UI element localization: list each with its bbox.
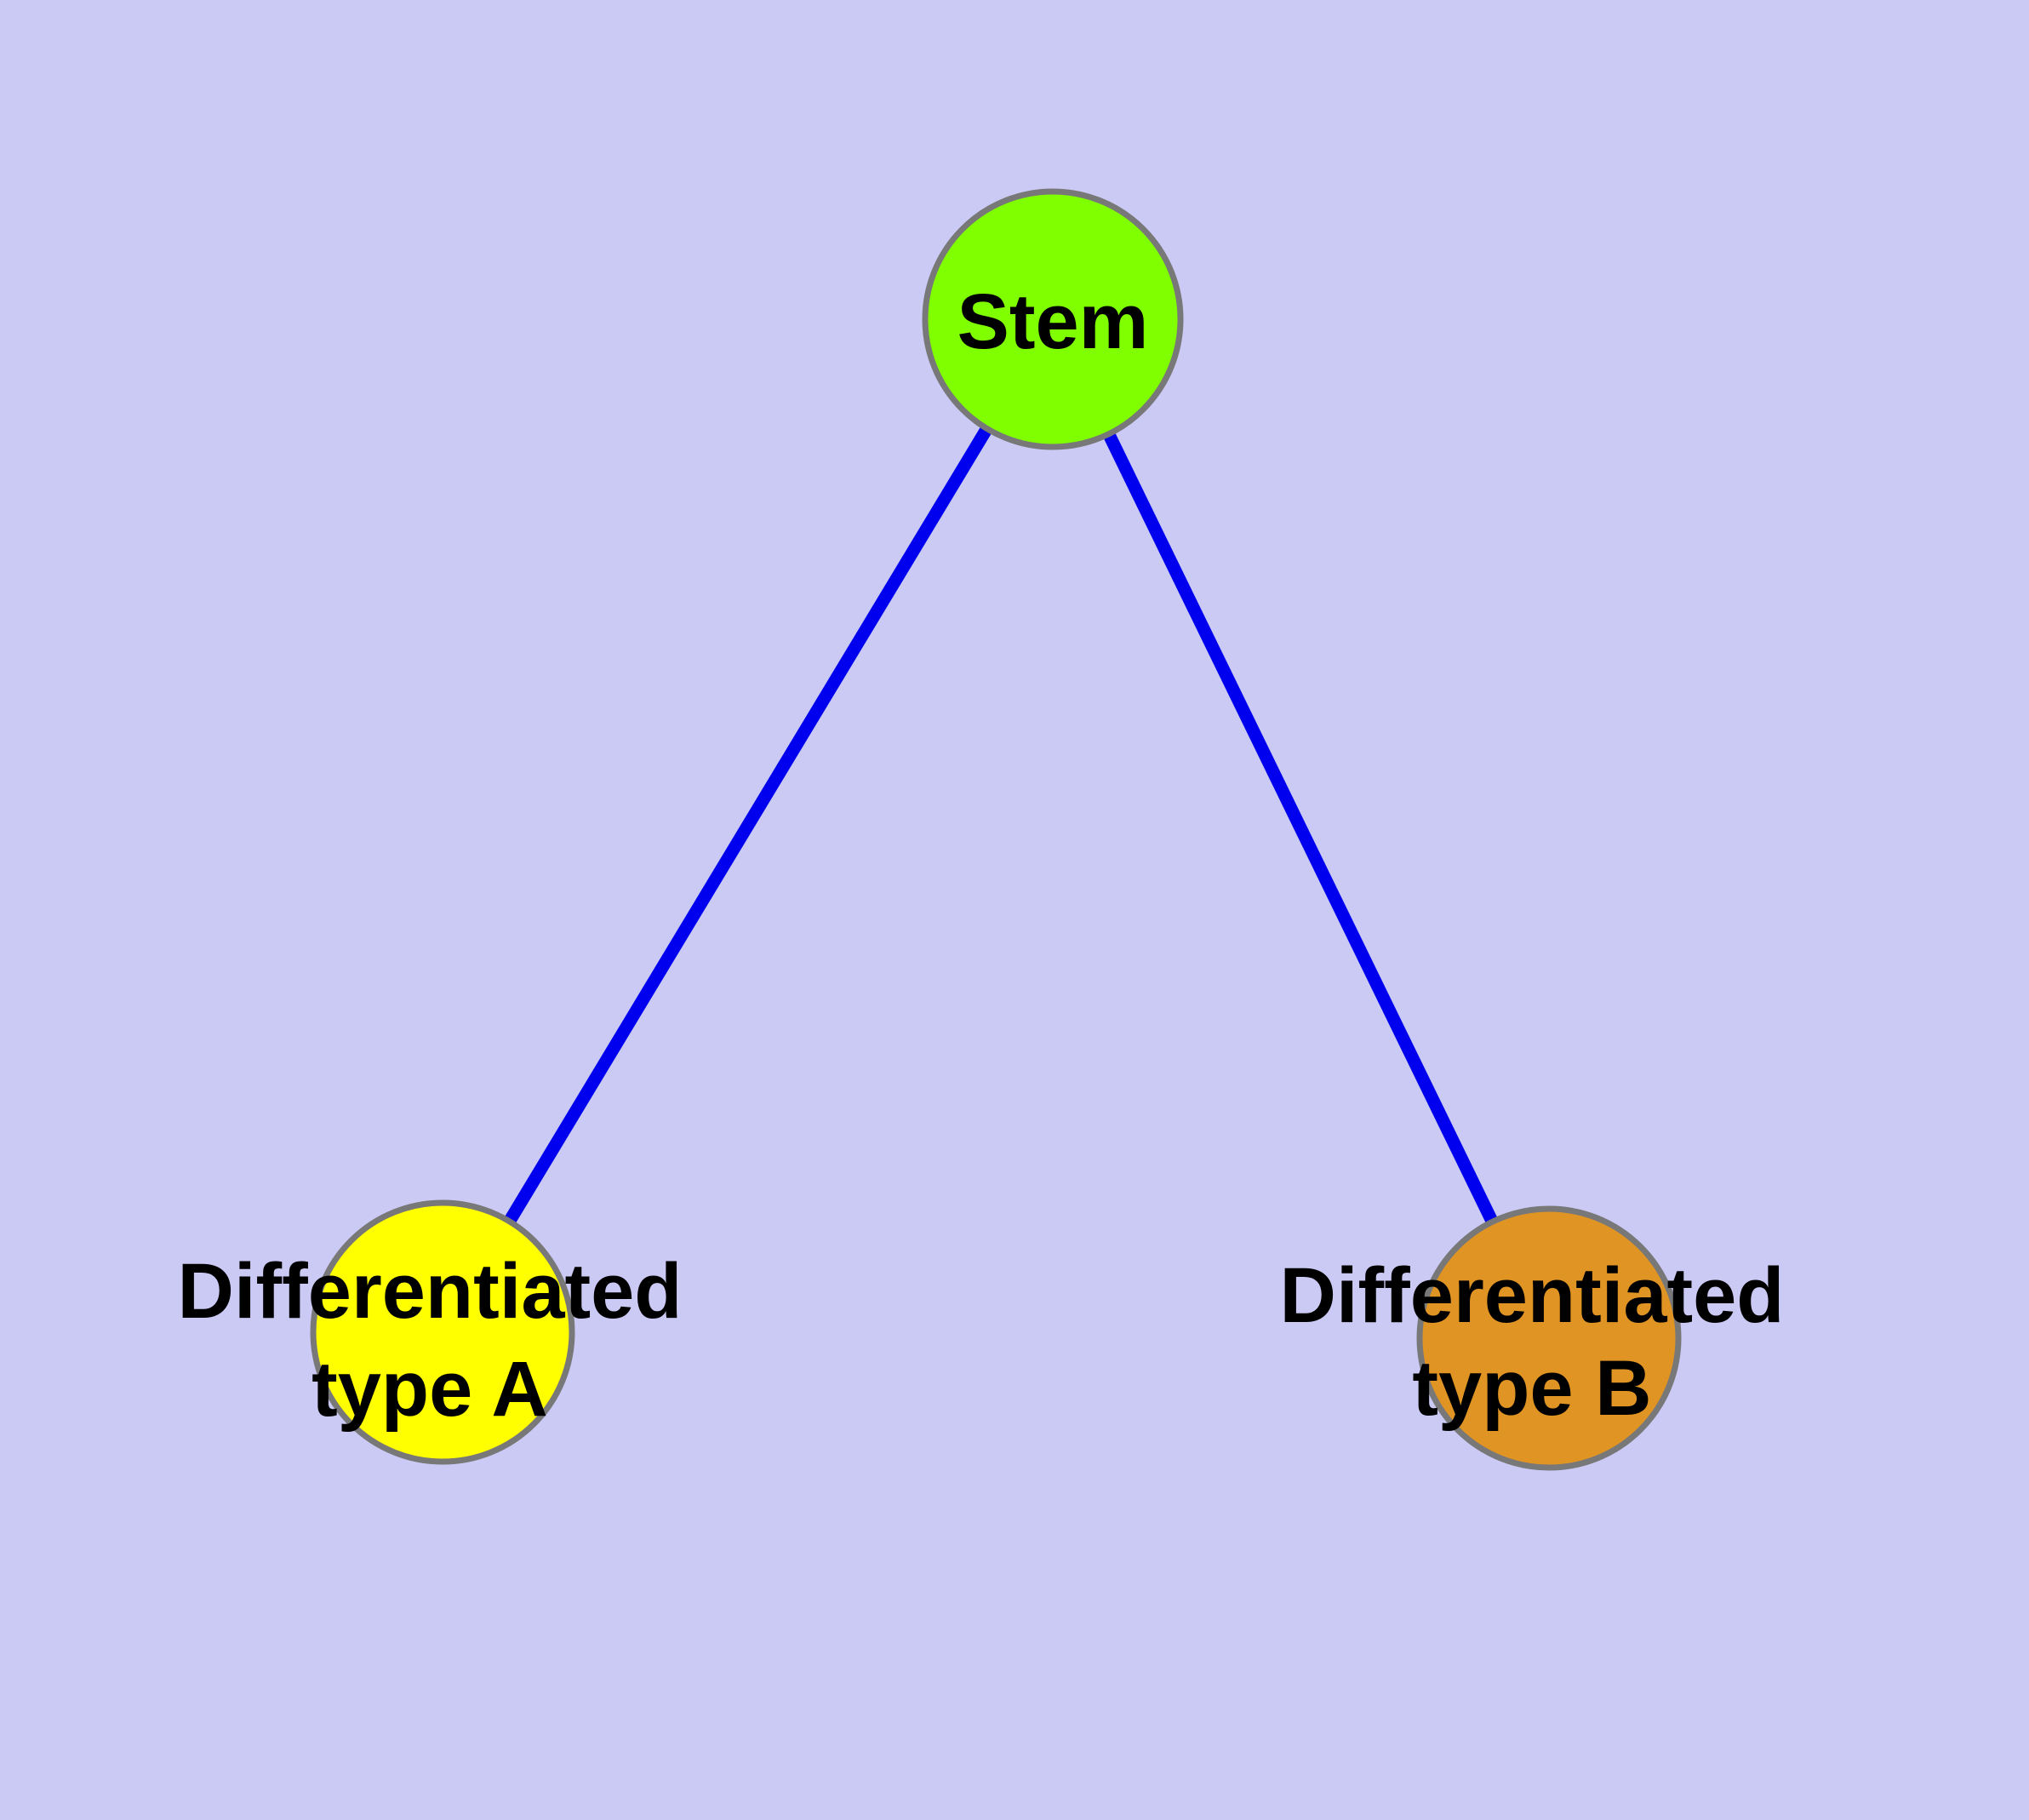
edge-stem-to-type-a	[437, 316, 1059, 1336]
edge-stem-to-type-b	[1047, 316, 1555, 1342]
node-type-a-label-line2: type A	[311, 1346, 548, 1433]
node-type-b-label-line2: type B	[1412, 1345, 1651, 1432]
node-stem-circle	[922, 188, 1184, 450]
node-type-b-label-line1: Differentiated	[1280, 1252, 1785, 1339]
node-type-b-circle	[1416, 1205, 1682, 1471]
node-stem-label: Stem	[957, 278, 1149, 365]
node-type-a-circle	[310, 1199, 575, 1465]
node-type-a-label-line1: Differentiated	[178, 1248, 683, 1335]
